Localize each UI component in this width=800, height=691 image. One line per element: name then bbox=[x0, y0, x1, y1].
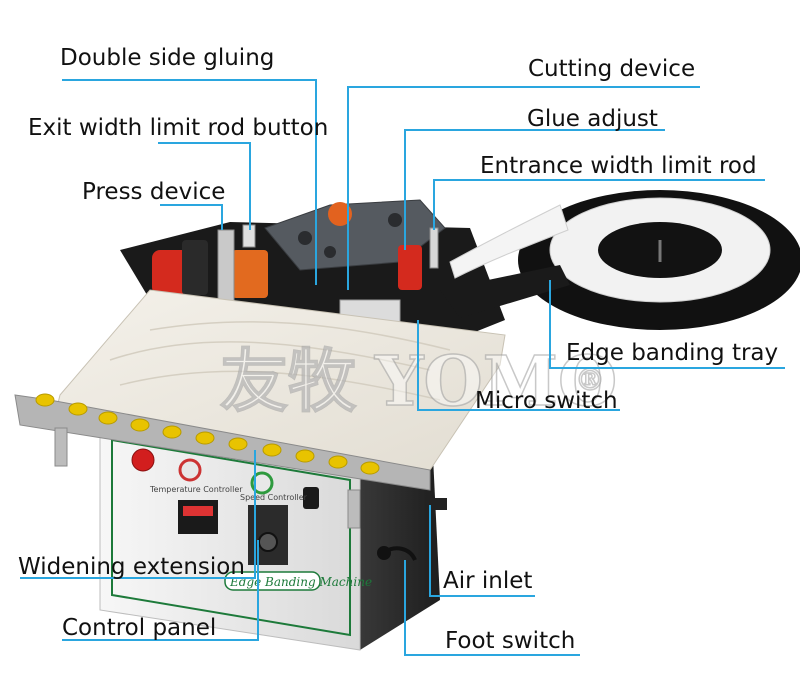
speed-controller-knob bbox=[258, 532, 278, 552]
gluing-head-knob bbox=[328, 202, 352, 226]
gluing-head-vent-3 bbox=[324, 246, 336, 258]
rail-bracket-right bbox=[347, 489, 361, 529]
air-inlet-fitting bbox=[425, 498, 447, 510]
gluing-head-vent-2 bbox=[388, 213, 402, 227]
indicator-light-red bbox=[178, 458, 202, 482]
label-double-side-gluing: Double side gluing bbox=[60, 45, 274, 71]
leader-control-panel bbox=[62, 540, 259, 641]
roller bbox=[360, 461, 380, 475]
glue-adjust-roller bbox=[398, 245, 422, 290]
label-press-device: Press device bbox=[82, 179, 225, 205]
pressure-roller-dark bbox=[182, 240, 208, 295]
label-control-panel: Control panel bbox=[62, 615, 216, 641]
temperature-display bbox=[178, 500, 218, 534]
roller-row bbox=[35, 393, 380, 475]
press-device-post bbox=[217, 229, 235, 311]
temperature-display-digits bbox=[183, 506, 213, 516]
speed-controller-caption: Speed Controller bbox=[240, 493, 308, 502]
power-button-red bbox=[131, 448, 155, 472]
machine-illustration: Temperature Controller Speed Controller … bbox=[14, 190, 800, 651]
foot-switch-socket bbox=[377, 546, 391, 560]
indicator-light-green bbox=[250, 471, 274, 495]
roller bbox=[130, 418, 150, 432]
leader-entrance-width-limit-rod bbox=[433, 179, 765, 230]
temperature-controller-caption: Temperature Controller bbox=[149, 485, 243, 494]
leader-exit-width-limit-rod-button bbox=[158, 142, 251, 230]
roller bbox=[195, 431, 215, 445]
gluing-head-vent-1 bbox=[298, 231, 312, 245]
leader-edge-banding-tray bbox=[549, 280, 785, 369]
roller bbox=[295, 449, 315, 463]
control-panel-frame bbox=[111, 438, 351, 637]
label-glue-adjust: Glue adjust bbox=[527, 106, 658, 132]
entrance-rod bbox=[429, 227, 439, 269]
brand-strip-text: Edge Banding Machine bbox=[229, 575, 372, 589]
label-entrance-width-limit-rod: Entrance width limit rod bbox=[480, 153, 757, 179]
label-cutting-device: Cutting device bbox=[528, 56, 695, 82]
label-foot-switch: Foot switch bbox=[445, 628, 575, 654]
leader-press-device bbox=[160, 204, 223, 230]
brand-strip-box bbox=[224, 571, 321, 591]
roller bbox=[262, 443, 282, 457]
label-air-inlet: Air inlet bbox=[443, 568, 532, 594]
leader-cutting-device bbox=[347, 86, 700, 290]
edge-band-strip bbox=[449, 204, 569, 279]
tray-arm bbox=[440, 265, 570, 318]
label-exit-width-limit-rod-button: Exit width limit rod button bbox=[28, 115, 328, 141]
leader-widening-extension bbox=[20, 450, 256, 579]
label-widening-extension: Widening extension bbox=[18, 554, 245, 580]
leader-double-side-gluing bbox=[62, 79, 317, 285]
wood-grain bbox=[109, 321, 451, 401]
roller bbox=[98, 411, 118, 425]
leader-air-inlet bbox=[429, 505, 535, 597]
leader-foot-switch bbox=[404, 560, 580, 656]
roller bbox=[68, 402, 88, 416]
label-micro-switch: Micro switch bbox=[475, 388, 618, 414]
leader-micro-switch bbox=[417, 320, 620, 411]
callout-labels: Double side gluing Cutting device Exit w… bbox=[18, 45, 778, 654]
glue-pot bbox=[232, 250, 268, 298]
watermark-cjk: 友牧 bbox=[220, 342, 357, 422]
toggle-switch bbox=[303, 487, 319, 509]
roller bbox=[162, 425, 182, 439]
roller bbox=[35, 393, 55, 407]
roller bbox=[328, 455, 348, 469]
rail-bracket-left bbox=[54, 427, 68, 467]
label-edge-banding-tray: Edge banding tray bbox=[566, 340, 778, 366]
leader-lines bbox=[20, 79, 785, 656]
leader-glue-adjust bbox=[404, 129, 665, 250]
roller bbox=[228, 437, 248, 451]
